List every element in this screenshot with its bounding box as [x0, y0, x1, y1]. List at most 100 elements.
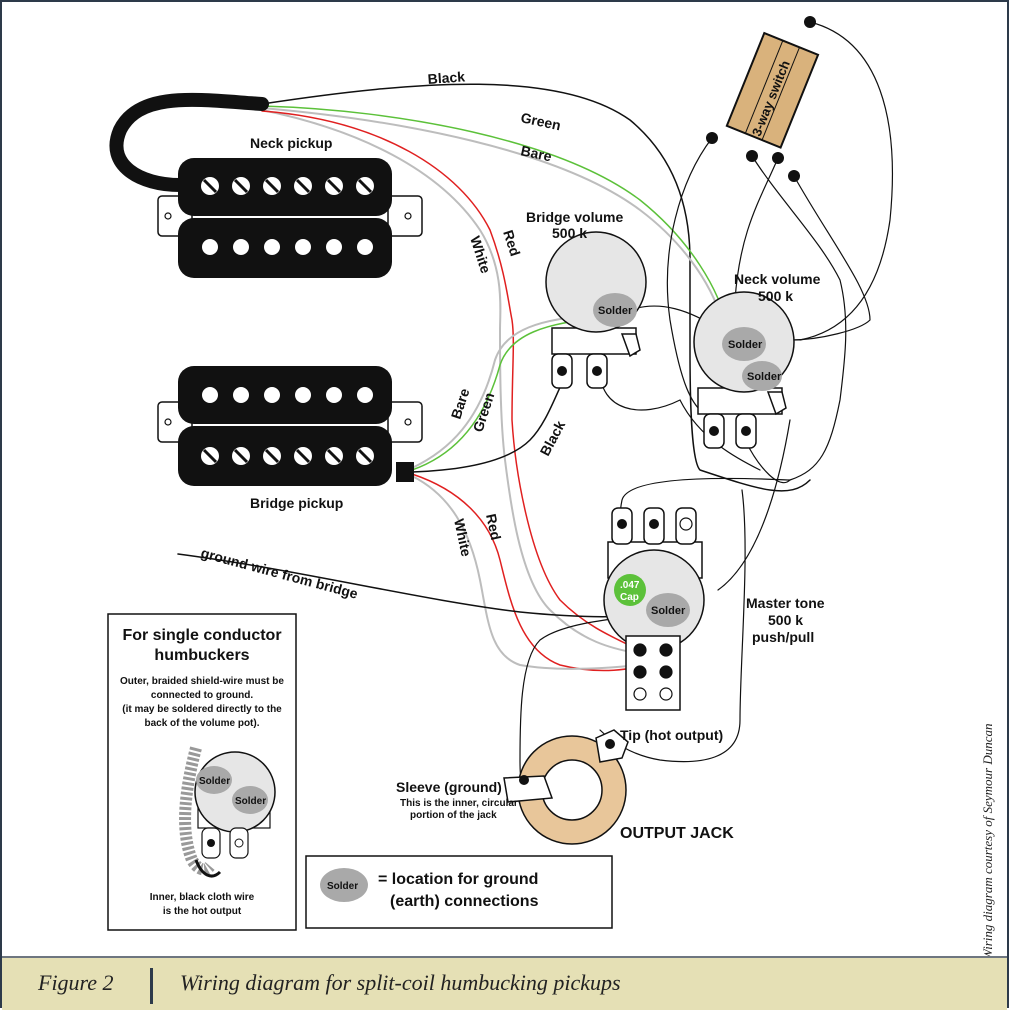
- sleeve-label: Sleeve (ground): [396, 779, 502, 795]
- bridge-volume-label-1: Bridge volume: [526, 209, 623, 225]
- switch-wire-1: [799, 21, 893, 341]
- single-box-title-2: humbuckers: [154, 647, 249, 664]
- legend-text-1: = location for ground: [378, 871, 538, 888]
- screw-slot: [326, 178, 342, 194]
- screw-slot: [295, 448, 311, 464]
- switch-terminal-right: [788, 170, 800, 182]
- tone-capacitor: [614, 574, 646, 606]
- tip-label: Tip (hot output): [620, 727, 723, 743]
- slug-pole: [202, 387, 218, 403]
- single-conductor-box: For single conductor humbuckers Outer, b…: [107, 613, 297, 931]
- output-jack: [503, 729, 629, 845]
- slug-pole: [326, 239, 342, 255]
- single-box-solder-1: Solder: [199, 776, 230, 787]
- tone-to-tip: [599, 489, 746, 763]
- label-black-bridge: Black: [537, 418, 569, 459]
- neck-slug-poles: [202, 239, 373, 255]
- bridge-bare-wire: [411, 314, 601, 469]
- label-white-bridge: White: [451, 517, 475, 558]
- slug-pole: [357, 239, 373, 255]
- single-box-line-4: back of the volume pot).: [144, 718, 259, 729]
- slug-pole: [264, 239, 280, 255]
- switch-terminal-mid2: [772, 152, 784, 164]
- switch-terminal-top: [804, 16, 816, 28]
- bridge-volume-solder: Solder: [598, 305, 633, 317]
- bridge-coil-top: [178, 366, 392, 424]
- output-jack-label: OUTPUT JACK: [620, 825, 734, 842]
- screw-slot: [202, 448, 218, 464]
- inner-hot-wire: [194, 859, 222, 878]
- neck-white-wire: [261, 109, 651, 656]
- neck-volume-solder-2: Solder: [747, 371, 782, 383]
- screw-slot: [233, 178, 249, 194]
- label-bare: Bare: [519, 142, 553, 164]
- slug-pole: [233, 239, 249, 255]
- three-way-switch: 3-way switch: [725, 31, 820, 149]
- slug-pole: [264, 387, 280, 403]
- push-pull-lug: [633, 687, 647, 701]
- master-tone-pot: .047 Cap Solder: [603, 507, 705, 711]
- single-box-line-1: Outer, braided shield-wire must be: [120, 676, 284, 687]
- braided-shield-wire: [179, 746, 215, 876]
- slug-pole: [357, 387, 373, 403]
- slug-pole: [295, 387, 311, 403]
- switch-body: [725, 31, 820, 149]
- bridge-pickup-connector: [396, 462, 414, 482]
- screw-slot: [202, 178, 218, 194]
- neck-volume-label-1: Neck volume: [734, 271, 821, 287]
- credit-text: Wiring diagram courtesy of Seymour Dunca…: [980, 723, 995, 960]
- bridge-vol-to-tone: [599, 369, 761, 471]
- single-box-line-2: connected to ground.: [151, 690, 253, 701]
- single-box-solder-2: Solder: [235, 796, 266, 807]
- neck-pickup-label: Neck pickup: [250, 135, 332, 151]
- bridge-pickup-label: Bridge pickup: [250, 495, 343, 511]
- neck-volume-solder-1: Solder: [728, 339, 763, 351]
- label-black: Black: [427, 68, 466, 87]
- screw-slot: [357, 178, 373, 194]
- neck-volume-label-2: 500 k: [758, 288, 793, 304]
- switch-wire-2: [666, 137, 713, 411]
- bridge-green-wire: [411, 317, 606, 471]
- master-tone-label-1: Master tone: [746, 595, 825, 611]
- tone-solder: Solder: [651, 605, 686, 617]
- switch-terminal-left: [706, 132, 718, 144]
- push-pull-lug: [659, 687, 673, 701]
- caption-divider: [150, 968, 153, 1004]
- legend-badge: Solder: [327, 881, 358, 892]
- label-bare-bridge: Bare: [448, 386, 473, 421]
- neck-coil-top: [178, 158, 392, 216]
- push-pull-lug: [633, 665, 647, 679]
- switch-ground-wire: [734, 157, 779, 301]
- switch-terminal-mid: [746, 150, 758, 162]
- switch-wire-4: [789, 175, 871, 341]
- label-white-neck: White: [467, 234, 494, 275]
- neck-red-wire: [261, 110, 661, 661]
- neck-pickup: [109, 92, 423, 278]
- screw-slot: [233, 448, 249, 464]
- label-red-neck: Red: [500, 228, 523, 258]
- bridge-volume-label-2: 500 k: [552, 225, 587, 241]
- legend-text-2: (earth) connections: [390, 893, 539, 910]
- switch-wire-3: [751, 155, 847, 481]
- single-box-foot-2: is the hot output: [163, 906, 242, 917]
- screw-slot: [357, 448, 373, 464]
- neck-black-wire: [261, 83, 811, 492]
- screw-slot: [326, 448, 342, 464]
- sleeve-note-2: portion of the jack: [410, 810, 497, 821]
- screw-slot: [264, 178, 280, 194]
- master-tone-label-3: push/pull: [752, 629, 814, 645]
- bridge-coil-bottom: [178, 426, 392, 486]
- bridge-red-wire: [411, 473, 661, 672]
- screw-slot: [295, 178, 311, 194]
- single-box-title-1: For single conductor: [122, 627, 281, 644]
- neck-pickup-cable: [109, 92, 269, 192]
- neck-bare-wire: [261, 107, 723, 321]
- single-box-foot-1: Inner, black cloth wire: [150, 892, 255, 903]
- master-tone-label-2: 500 k: [768, 612, 803, 628]
- push-pull-lug: [633, 643, 647, 657]
- tone-to-switch: [717, 419, 791, 591]
- figure-caption: Figure 2 Wiring diagram for split-coil h…: [2, 956, 1007, 1010]
- slug-pole: [326, 387, 342, 403]
